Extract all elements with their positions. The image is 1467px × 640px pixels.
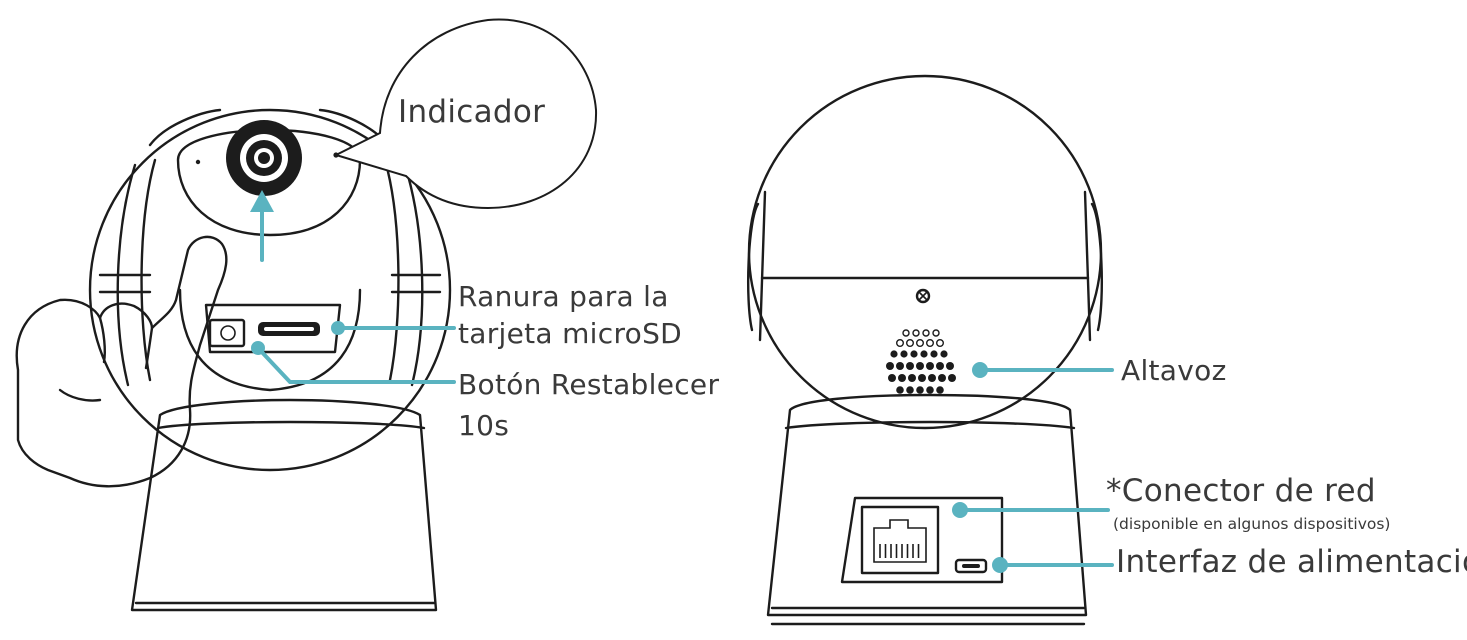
speaker-hole <box>888 374 896 382</box>
label-reset-line2: 10s <box>458 409 510 442</box>
sd-panel <box>204 303 342 354</box>
speaker-hole <box>932 329 940 337</box>
speaker-hole <box>930 350 938 358</box>
front-ball <box>88 108 452 472</box>
speaker-hole <box>896 339 905 348</box>
label-power-interface: Interfaz de alimentación <box>1116 544 1467 580</box>
front-callout-lines <box>250 190 456 384</box>
speaker-hole <box>928 374 936 382</box>
port-panel <box>840 496 1004 584</box>
speaker-hole <box>936 339 945 348</box>
speaker-hole <box>906 339 915 348</box>
back-screw <box>915 288 931 304</box>
speaker-hole <box>946 362 954 370</box>
label-network-note: (disponible en algunos dispositivos) <box>1113 515 1391 533</box>
reset-hole <box>220 325 236 341</box>
speaker-hole <box>916 362 924 370</box>
speaker-hole <box>900 350 908 358</box>
speaker-hole <box>936 362 944 370</box>
front-base <box>130 398 438 612</box>
speaker-hole <box>926 362 934 370</box>
speaker-hole <box>912 329 920 337</box>
label-reset-line1: Botón Restablecer <box>458 368 720 401</box>
back-base <box>766 393 1088 617</box>
speaker-grille <box>886 329 956 394</box>
speaker-hole <box>926 386 934 394</box>
speaker-hole <box>940 350 948 358</box>
speaker-hole <box>918 374 926 382</box>
indicator-bubble <box>333 18 598 210</box>
micro-usb-port <box>954 558 988 574</box>
reset-leader <box>256 346 456 384</box>
back-ball <box>747 74 1103 430</box>
back-camera-illustration <box>747 74 1103 626</box>
label-indicator: Indicador <box>398 94 546 130</box>
speaker-hole <box>906 386 914 394</box>
speaker-hole <box>898 374 906 382</box>
speaker-hole <box>910 350 918 358</box>
speaker-hole <box>896 386 904 394</box>
speaker-hole <box>948 374 956 382</box>
indicator-callout <box>333 18 598 210</box>
speaker-hole <box>902 329 910 337</box>
reset-hole-outer <box>208 318 246 348</box>
back-callout-lines <box>952 362 1114 573</box>
up-arrow-head <box>250 190 274 212</box>
speaker-hole <box>926 339 935 348</box>
speaker-hole <box>908 374 916 382</box>
label-network-connector: *Conector de red <box>1106 473 1376 509</box>
speaker-hole <box>922 329 930 337</box>
rj45-pins <box>879 544 920 558</box>
speaker-hole <box>916 386 924 394</box>
label-sd-slot-line2: tarjeta microSD <box>458 317 683 350</box>
front-camera-illustration <box>15 108 452 612</box>
label-speaker: Altavoz <box>1121 354 1227 387</box>
speaker-hole <box>916 339 925 348</box>
speaker-hole <box>896 362 904 370</box>
label-sd-slot-line1: Ranura para la <box>458 280 669 313</box>
speaker-hole <box>936 386 944 394</box>
pointing-hand <box>15 235 228 488</box>
speaker-hole <box>906 362 914 370</box>
speaker-hole <box>920 350 928 358</box>
speaker-hole <box>886 362 894 370</box>
speaker-hole <box>938 374 946 382</box>
rj45-port <box>860 505 940 575</box>
indicator-dot-left <box>195 159 201 165</box>
speaker-hole <box>890 350 898 358</box>
